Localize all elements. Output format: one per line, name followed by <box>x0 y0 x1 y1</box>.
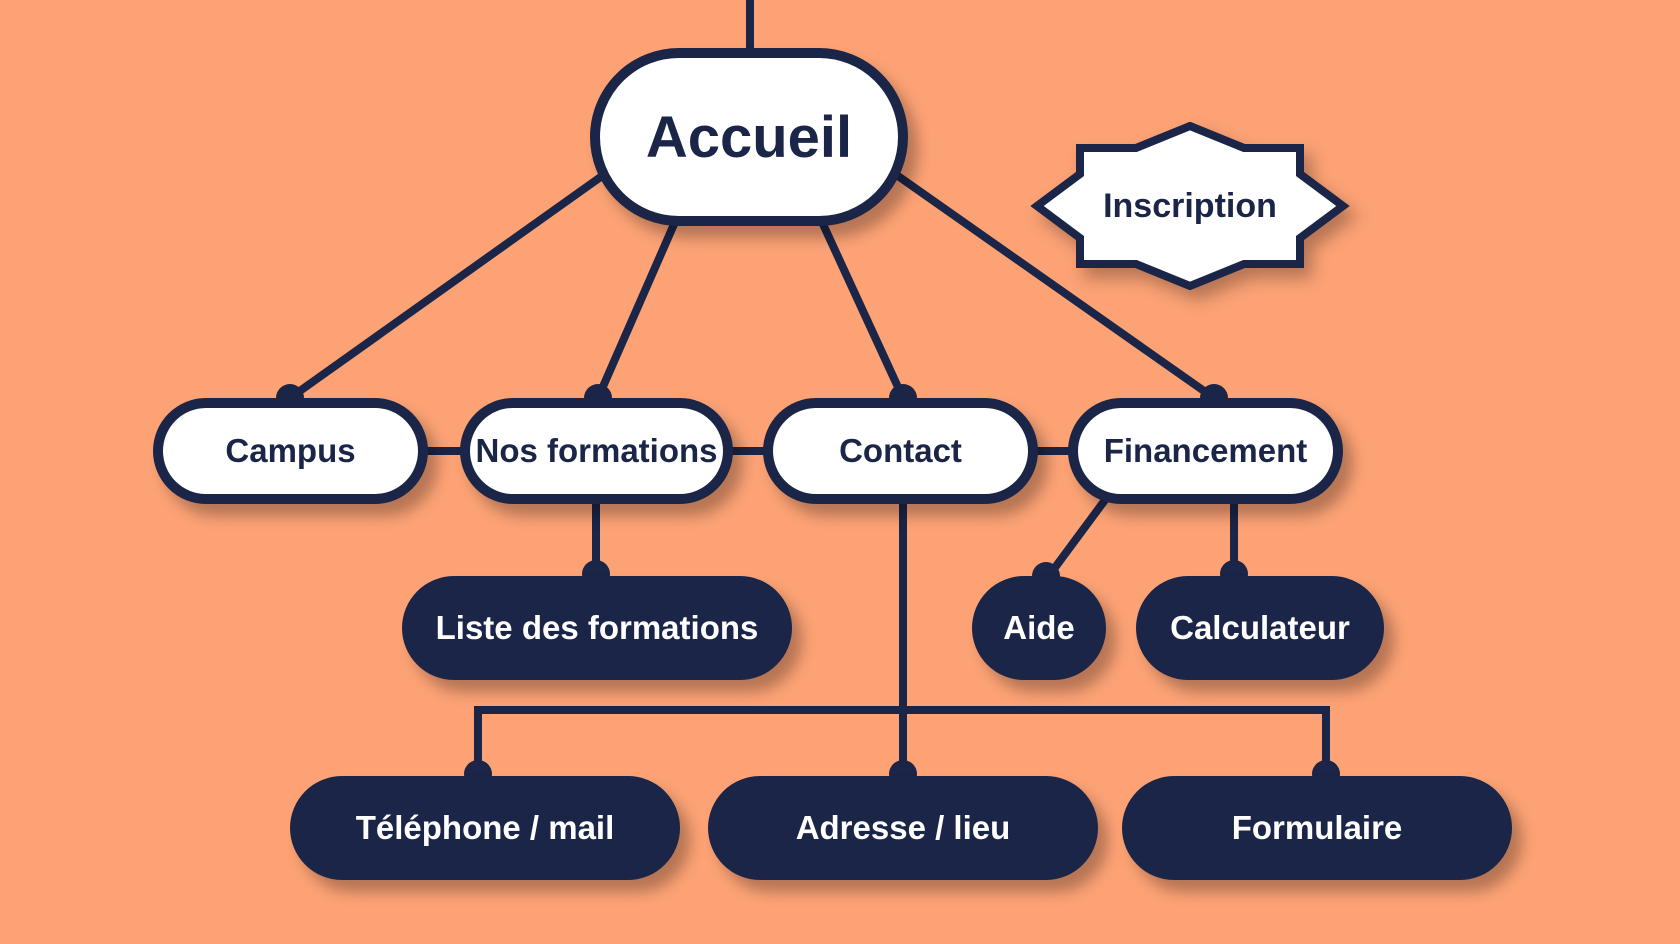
inscription-label: Inscription <box>1103 186 1277 225</box>
link-accueil-nos-formations <box>594 218 679 402</box>
node-telephone-mail: Téléphone / mail <box>290 776 680 880</box>
node-accueil: Accueil <box>590 48 908 226</box>
link-accueil-campus <box>286 172 606 402</box>
node-contact: Contact <box>763 398 1038 504</box>
node-inscription: Inscription <box>1030 122 1350 290</box>
node-campus: Campus <box>153 398 428 504</box>
node-formulaire: Formulaire <box>1122 776 1512 880</box>
link-financement-aide <box>1044 496 1109 581</box>
link-contact-branch <box>474 706 1330 778</box>
node-calculateur: Calculateur <box>1136 576 1384 680</box>
node-aide: Aide <box>972 576 1106 680</box>
node-financement: Financement <box>1068 398 1343 504</box>
node-liste-des-formations: Liste des formations <box>402 576 792 680</box>
link-accueil-financement <box>894 172 1218 402</box>
star-burst-shape <box>1030 122 1350 290</box>
node-nos-formations: Nos formations <box>460 398 733 504</box>
node-adresse-lieu: Adresse / lieu <box>708 776 1098 880</box>
link-accueil-contact <box>818 218 907 402</box>
